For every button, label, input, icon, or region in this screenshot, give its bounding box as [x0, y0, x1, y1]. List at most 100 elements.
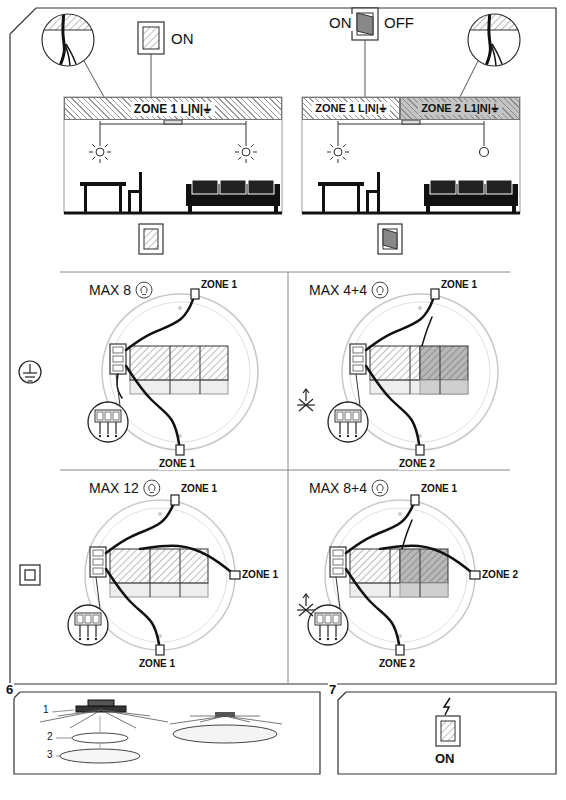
- illustration-stroke: [100, 159, 101, 163]
- illustration-stroke: [253, 152, 257, 153]
- illustration-stroke: [431, 289, 439, 299]
- illustration-stroke: [92, 144, 95, 147]
- illustration-stroke: [343, 157, 346, 160]
- illustration-stroke: [327, 638, 329, 640]
- illustration-stroke: [10, 8, 556, 684]
- illustration-stroke: [418, 306, 422, 310]
- illustration-stroke: [355, 422, 356, 434]
- illustration-stroke: [366, 193, 369, 213]
- illustration-stroke: [115, 435, 117, 437]
- illustration-stroke: [305, 389, 306, 401]
- illustration-stroke: [156, 645, 164, 655]
- illustration-stroke: [370, 346, 420, 380]
- illustration-stroke: [402, 120, 420, 124]
- illustration-stroke: [440, 346, 441, 394]
- illustration-stroke: [88, 402, 128, 442]
- illustration-stroke: [308, 605, 348, 645]
- illustration-stroke: [378, 294, 382, 295]
- max-bulbs: MAX 4+4: [308, 282, 368, 298]
- illustration-stroke: [347, 422, 348, 434]
- illustration-stroke: [107, 152, 111, 153]
- illustration-stroke: [79, 638, 81, 640]
- illustration-stroke: [80, 182, 126, 186]
- illustration-stroke: [38, 30, 98, 31]
- illustration-stroke: [105, 157, 108, 160]
- illustration-stroke: [242, 148, 250, 156]
- illustration-stroke: [377, 286, 383, 293]
- illustration-stroke: [333, 550, 343, 556]
- illustration-stroke: [76, 706, 126, 712]
- illustration-stroke: [238, 144, 241, 147]
- illustration-stroke: [377, 172, 380, 213]
- illustration-stroke: [158, 512, 162, 516]
- zone-label: ZONE 2: [481, 569, 519, 581]
- illustration-stroke: [486, 10, 490, 66]
- switch-state: OFF: [383, 14, 415, 31]
- illustration-stroke: [95, 625, 96, 637]
- illustration-stroke: [64, 97, 282, 213]
- illustration-stroke: [68, 605, 108, 645]
- illustration-stroke: [99, 435, 101, 437]
- max-bulbs: MAX 8: [88, 282, 132, 298]
- illustration-stroke: [128, 193, 131, 213]
- illustration-stroke: [335, 638, 337, 640]
- illustration-stroke: [251, 144, 254, 147]
- illustration-stroke: [230, 571, 240, 579]
- illustration-stroke: [95, 638, 97, 640]
- illustration-stroke: [115, 422, 116, 434]
- illustration-stroke: [77, 615, 83, 623]
- illustration-stroke: [173, 725, 277, 743]
- illustration-stroke: [149, 484, 155, 491]
- illustration-stroke: [93, 615, 99, 623]
- illustration-stroke: [100, 744, 101, 750]
- illustration-stroke: [107, 435, 109, 437]
- zone-label: ZONE 1: [420, 483, 458, 495]
- illustration-stroke: [113, 412, 119, 420]
- zone-band: ZONE 1 L|N|⏚: [64, 97, 282, 120]
- zone-label: ZONE 1 L|N|⏚: [312, 102, 390, 115]
- illustration-stroke: [366, 294, 435, 350]
- illustration-stroke: [139, 224, 163, 254]
- illustration-stroke: [338, 692, 556, 774]
- illustration-stroke: [426, 206, 430, 213]
- illustration-stroke: [390, 549, 391, 597]
- illustration-stroke: [318, 182, 364, 186]
- max-bulbs: MAX 8+4: [308, 480, 368, 496]
- illustration-stroke: [356, 374, 360, 406]
- illustration-stroke: [90, 547, 106, 577]
- illustration-stroke: [251, 157, 254, 160]
- illustration-stroke: [100, 716, 101, 732]
- illustration-stroke: [378, 224, 402, 254]
- illustration-stroke: [345, 152, 349, 153]
- illustration-stroke: [372, 282, 388, 298]
- illustration-stroke: [28, 380, 33, 381]
- illustration-stroke: [303, 389, 309, 393]
- zone-label: ZONE 1: [180, 483, 218, 495]
- illustration-stroke: [339, 422, 340, 434]
- illustration-stroke: [101, 710, 168, 722]
- illustration-stroke: [355, 435, 357, 437]
- illustration-stroke: [357, 13, 373, 35]
- illustration-stroke: [315, 613, 341, 625]
- illustration-stroke: [305, 594, 306, 606]
- illustration-stroke: [420, 549, 421, 597]
- illustration-stroke: [130, 346, 228, 380]
- illustration-stroke: [396, 645, 404, 655]
- illustration-stroke: [345, 412, 351, 420]
- illustration-stroke: [334, 148, 342, 156]
- illustration-stroke: [20, 565, 40, 585]
- illustration-stroke: [377, 484, 383, 491]
- illustration-stroke: [444, 698, 450, 715]
- step-number: 7: [328, 683, 337, 698]
- illustration-stroke: [178, 306, 182, 310]
- illustration-stroke: [319, 638, 321, 640]
- illustration-stroke: [113, 356, 123, 362]
- illustration-stroke: [113, 347, 123, 353]
- illustration-stroke: [60, 10, 64, 66]
- illustration-stroke: [319, 625, 320, 637]
- illustration-stroke: [333, 559, 343, 565]
- illustration-stroke: [336, 577, 340, 609]
- illustration-stroke: [144, 480, 160, 496]
- illustration-stroke: [383, 229, 397, 249]
- illustration-stroke: [422, 317, 432, 346]
